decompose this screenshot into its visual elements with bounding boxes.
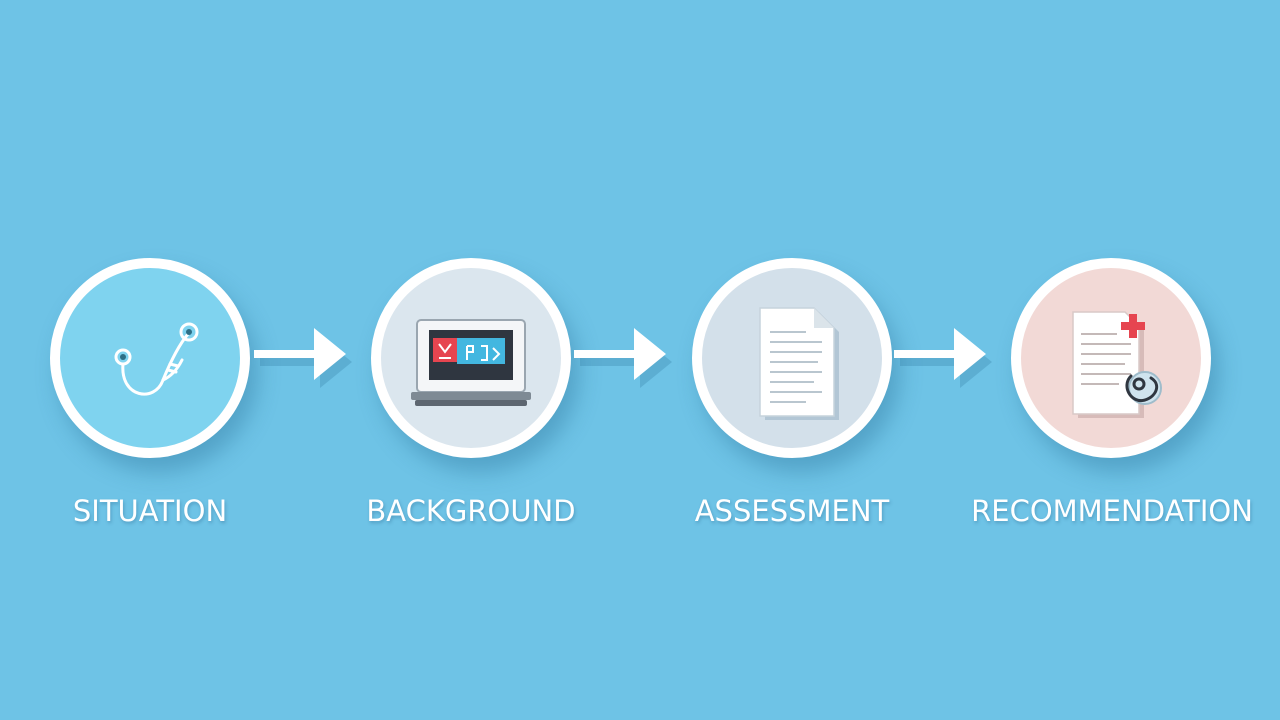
step-background [371,258,571,458]
right-arrow-icon [894,328,992,388]
step-recommendation-circle [1011,258,1211,458]
step-situation-label: SITUATION [72,494,228,528]
step-recommendation-label: RECOMMENDATION [971,494,1253,528]
right-arrow-icon [254,328,352,388]
step-assessment-circle [692,258,892,458]
stethoscope-icon [114,322,199,396]
computer-monitor-icon [411,319,531,406]
medical-report-icon [1072,311,1162,418]
arrow-1 [252,322,352,388]
arrow-2 [572,322,672,388]
step-background-circle [371,258,571,458]
step-assessment-label: ASSESSMENT [694,494,890,528]
step-assessment [692,258,892,458]
step-recommendation [1011,258,1211,458]
step-situation-circle [50,258,250,458]
document-icon [759,307,839,420]
step-situation [50,258,250,458]
right-arrow-icon [574,328,672,388]
step-background-label: BACKGROUND [366,494,576,528]
arrow-3 [892,322,992,388]
